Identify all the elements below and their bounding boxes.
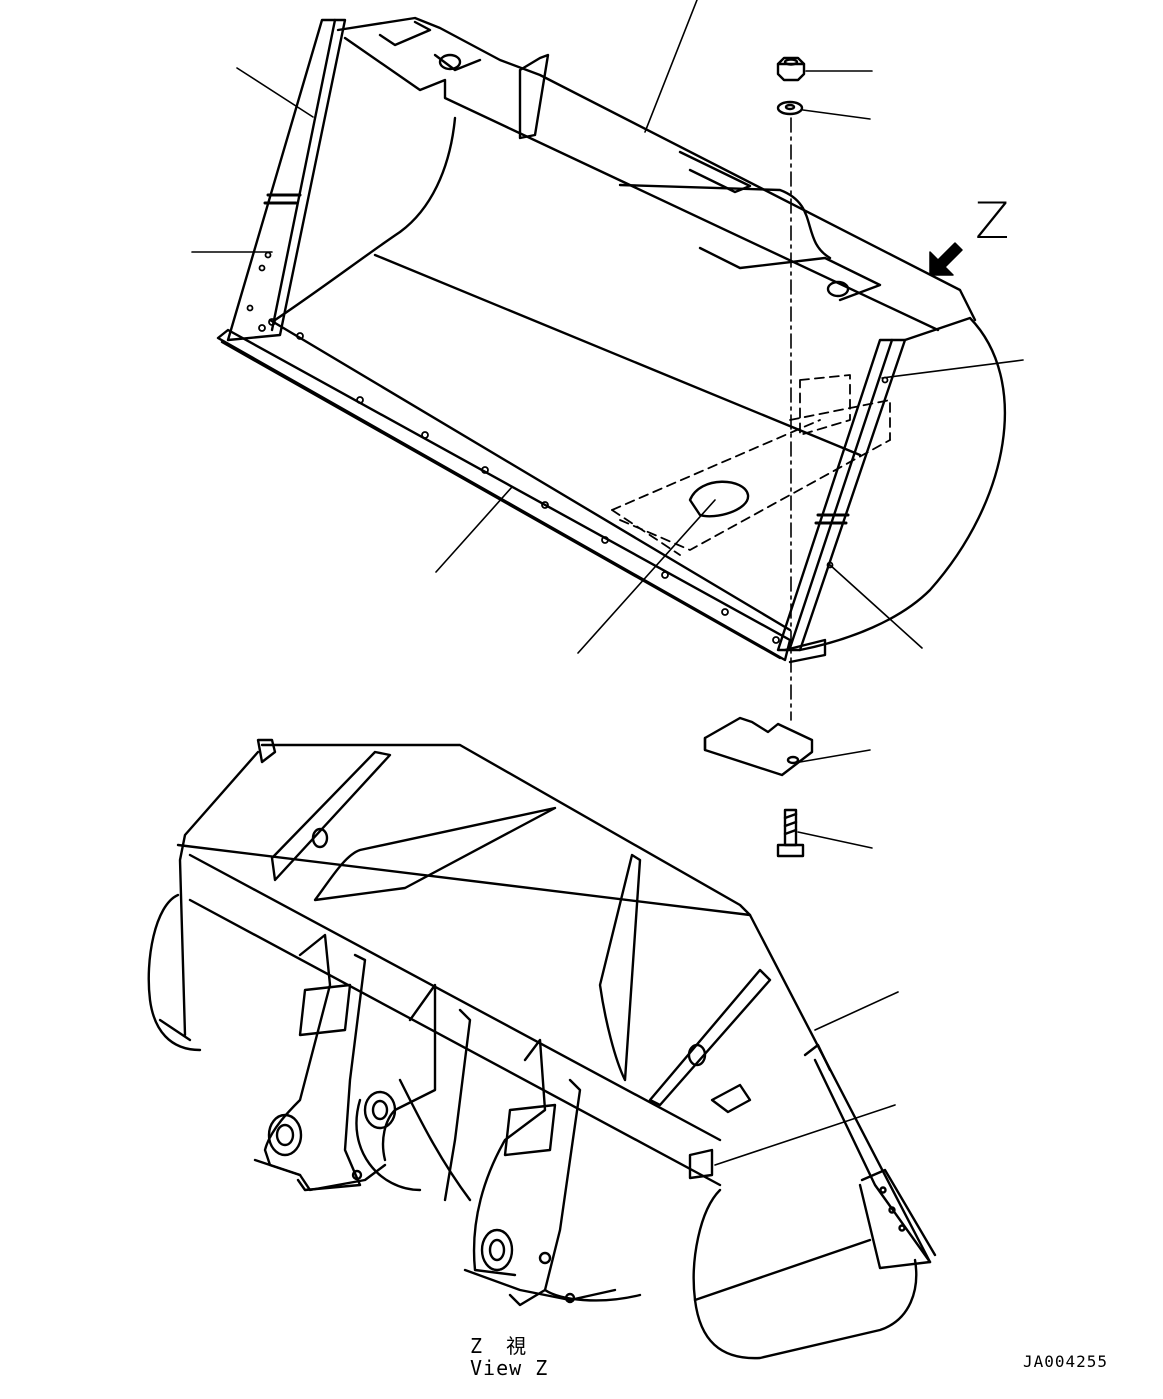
floor-wear-button	[688, 480, 750, 518]
pin-bracket-center	[355, 983, 472, 1202]
shim-plate-icon	[703, 716, 814, 777]
washer-icon	[776, 100, 804, 116]
right-foot	[783, 638, 827, 664]
right-barrel-end	[692, 1188, 918, 1360]
pin-bracket-left	[263, 933, 367, 1192]
cutting-edge-bolt-holes	[246, 251, 889, 644]
bolt-icon	[776, 808, 805, 858]
left-side-plate	[226, 18, 347, 342]
bucket-top-view	[216, 16, 1006, 664]
upper-gusset	[518, 53, 550, 140]
pin-bracket-right	[472, 1038, 582, 1307]
right-side-plate	[776, 316, 1006, 652]
hex-nut-icon	[776, 56, 806, 82]
interior-fold-line	[373, 253, 862, 457]
cutting-edge	[216, 318, 792, 662]
bucket-back-curve	[273, 116, 457, 322]
drawing-code: JA004255	[1023, 1352, 1109, 1371]
view-caption-jp: Z 視	[470, 1334, 533, 1358]
view-letter-label: Z	[975, 192, 1010, 250]
top-edge	[336, 16, 977, 332]
hidden-wear-plates	[611, 374, 891, 556]
bucket-back-curve-2	[618, 183, 832, 260]
bucket-rear-view	[147, 738, 937, 1360]
leader-lines	[191, 0, 1024, 1166]
arrow-down-left-icon	[929, 242, 963, 276]
view-caption-en: View Z	[470, 1356, 549, 1380]
left-barrel-end	[147, 893, 202, 1052]
hardware-stack	[703, 56, 814, 858]
rear-top-outline	[260, 743, 932, 1270]
rear-gussets	[270, 750, 772, 1180]
